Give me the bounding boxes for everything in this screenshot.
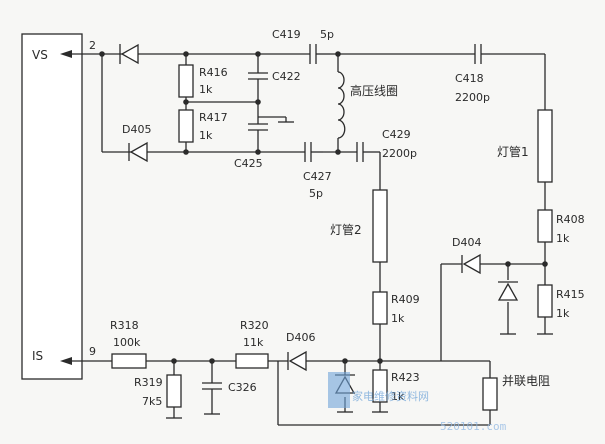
vs-pin-number: 2	[89, 39, 96, 52]
c418-value: 2200p	[455, 91, 490, 104]
watermark-text: 家电维修资料网	[352, 389, 429, 403]
hv-coil	[337, 71, 346, 139]
r409-value: 1k	[391, 312, 405, 325]
c427-capacitor	[304, 142, 323, 162]
r409-label: R409	[391, 293, 420, 306]
hv-coil-label: 高压线圈	[350, 83, 398, 98]
bottom-wires	[72, 360, 491, 426]
r320-resistor	[235, 353, 269, 369]
r415-value: 1k	[556, 307, 570, 320]
is-pin-number: 9	[89, 345, 96, 358]
r408-resistor	[537, 209, 553, 243]
c425-label: C425	[234, 157, 263, 170]
r417-label: R417	[199, 111, 228, 124]
lamp1	[537, 109, 553, 183]
d406-diode	[287, 350, 307, 372]
r318-value: 100k	[113, 336, 141, 349]
r415-resistor	[537, 284, 553, 318]
r415-label: R415	[556, 288, 585, 301]
r423-resistor	[372, 369, 388, 403]
r408-value: 1k	[556, 232, 570, 245]
c419-value: 5p	[320, 28, 334, 41]
is-pin-label: IS	[32, 349, 43, 363]
c429-label: C429	[382, 128, 411, 141]
ic-block	[21, 33, 83, 380]
d405-diode	[128, 141, 148, 163]
r320-value: 11k	[243, 336, 264, 349]
d405-label: D405	[122, 123, 151, 136]
r416-label: R416	[199, 66, 228, 79]
vs-arrow-icon	[60, 50, 72, 58]
parallel-resistor-label: 并联电阻	[502, 374, 550, 388]
ground-stubs	[166, 121, 553, 419]
c425-capacitor	[248, 123, 268, 131]
d404-diode	[461, 253, 481, 275]
zener-diode-right	[497, 281, 519, 301]
r423-label: R423	[391, 371, 420, 384]
c422-label: C422	[272, 70, 301, 83]
d404-label: D404	[452, 236, 481, 249]
d404-network	[440, 263, 545, 361]
c418-label: C418	[455, 72, 484, 85]
r319-value: 7k5	[142, 395, 162, 408]
c419-label: C419	[272, 28, 301, 41]
c418-capacitor	[474, 44, 490, 64]
watermark-url: 520101.com	[440, 420, 507, 433]
c326-capacitor	[202, 382, 222, 390]
r408-label: R408	[556, 213, 585, 226]
c326-label: C326	[228, 381, 257, 394]
parallel-resistor	[482, 377, 498, 411]
junction-dots	[99, 51, 548, 364]
watermark-logo-icon	[328, 372, 350, 408]
vs-pin-label: VS	[32, 48, 48, 62]
c429-value: 2200p	[382, 147, 417, 160]
r318-resistor	[111, 353, 147, 369]
is-arrow-icon	[60, 357, 72, 365]
c422-capacitor	[248, 72, 268, 80]
r319-resistor	[166, 374, 182, 408]
c419-capacitor	[309, 44, 330, 64]
lamp1-label: 灯管1	[497, 144, 529, 159]
r416-resistor	[178, 64, 194, 98]
c429-capacitor	[356, 142, 373, 162]
r319-label: R319	[134, 376, 163, 389]
r417-value: 1k	[199, 129, 213, 142]
r417-resistor	[178, 109, 194, 143]
r320-label: R320	[240, 319, 269, 332]
vs-diode	[119, 43, 139, 65]
r318-label: R318	[110, 319, 139, 332]
c427-label: C427	[303, 170, 332, 183]
lamp2	[372, 189, 388, 263]
c427-value: 5p	[309, 187, 323, 200]
r423-value: 1k	[391, 390, 405, 403]
d406-label: D406	[286, 331, 315, 344]
watermark: 家电维修资料网 520101.com	[328, 372, 507, 433]
r409-resistor	[372, 291, 388, 325]
r416-value: 1k	[199, 83, 213, 96]
lamp2-label: 灯管2	[330, 222, 362, 237]
